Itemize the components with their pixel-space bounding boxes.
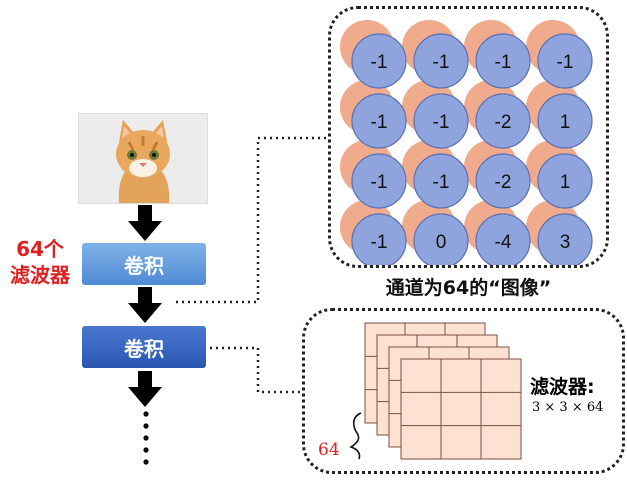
feature-cell-value: -1 <box>495 52 512 73</box>
cat-photo <box>78 113 208 204</box>
feature-cell-circle <box>413 153 469 209</box>
feature-cell-circle <box>413 93 469 149</box>
conv-layer-1: 卷积 <box>82 243 206 285</box>
feature-cell-circle <box>351 153 407 209</box>
feature-cell-circle <box>537 33 593 89</box>
feature-map-circles: -1 -1 -1 -1 -1 -1 -2 1 -1 -1 -2 1 -1 0 -4 3 <box>340 20 593 269</box>
down-arrow-2 <box>128 287 162 323</box>
feature-cell-value: -1 <box>433 172 450 193</box>
filter-stack <box>349 322 522 460</box>
feature-cell-circle <box>537 153 593 209</box>
feature-cell-value: -1 <box>371 172 388 193</box>
down-arrow-3 <box>128 371 162 407</box>
filters-count: 64个 <box>16 237 64 261</box>
feature-cell-circle <box>351 93 407 149</box>
ellipsis-dots <box>143 411 149 465</box>
feature-cell-circle <box>475 93 531 149</box>
feature-cell-value: -1 <box>433 52 450 73</box>
conv-layer-2: 卷积 <box>82 326 206 368</box>
feature-cell-circle <box>413 33 469 89</box>
feature-cell-value: -1 <box>371 112 388 133</box>
filters-word: 滤波器 <box>10 263 70 287</box>
feature-cell-value: -4 <box>495 232 512 253</box>
down-arrow-1 <box>128 205 162 241</box>
filter-layer <box>400 358 522 460</box>
filter-title: 滤波器: <box>530 376 595 398</box>
feature-cell-value: 3 <box>560 232 571 253</box>
filter-dims: 3 × 3 × 64 <box>532 400 604 415</box>
filters-count-label: 64个 滤波器 <box>2 236 78 288</box>
feature-map-caption: 通道为64的“图像” <box>385 277 552 299</box>
feature-cell-value: -1 <box>371 232 388 253</box>
feature-cell-circle <box>475 153 531 209</box>
filter-box <box>302 308 625 474</box>
feature-map-box: -1 -1 -1 -1 -1 -1 -2 1 -1 -1 -2 1 -1 0 -4 3 <box>328 6 609 269</box>
cat-image <box>79 114 207 203</box>
feature-cell-value: 0 <box>436 232 447 253</box>
feature-cell-value: -1 <box>433 112 450 133</box>
feature-cell-value: -1 <box>371 52 388 73</box>
feature-cell-value: -1 <box>557 52 574 73</box>
feature-cell-value: -2 <box>495 112 512 133</box>
feature-cell-value: 1 <box>560 172 571 193</box>
filter-count: 64 <box>318 440 340 460</box>
feature-cell-circle <box>351 33 407 89</box>
feature-cell-value: -2 <box>495 172 512 193</box>
feature-cell-circle <box>537 93 593 149</box>
feature-cell-value: 1 <box>560 112 571 133</box>
feature-cell-circle <box>475 33 531 89</box>
